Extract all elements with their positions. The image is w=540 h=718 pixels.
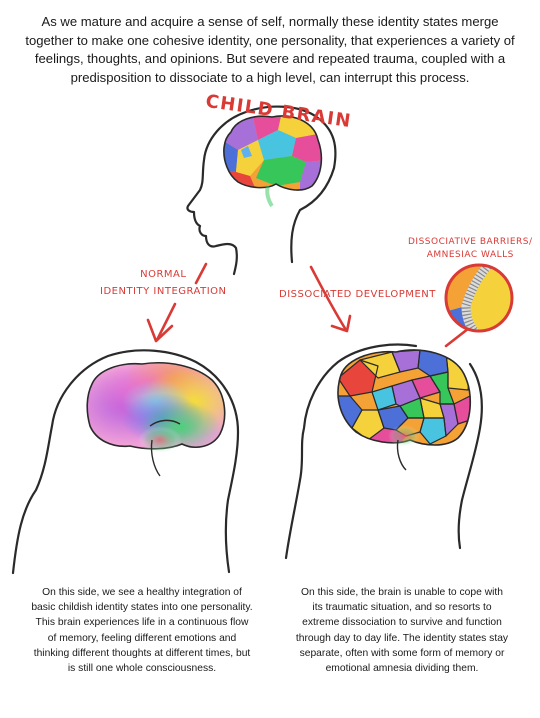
walls-label-line1: DISSOCIATIVE BARRIERS/ [408, 237, 533, 247]
dissociated-brain-icon [337, 349, 472, 471]
walls-label-line2: AMNESIAC WALLS [426, 250, 514, 260]
left-caption: On this side, we see a healthy integrati… [31, 587, 253, 675]
normal-label-line2: IDENTITY INTEGRATION [100, 286, 227, 297]
amnesiac-walls-label: DISSOCIATIVE BARRIERS/ AMNESIAC WALLS [408, 236, 533, 262]
intro-text: As we mature and acquire a sense of self… [25, 14, 515, 85]
normal-integration-label: NORMAL IDENTITY INTEGRATION [100, 266, 227, 300]
integrated-brain-icon [86, 361, 226, 477]
left-head-outline [11, 349, 240, 575]
right-caption: On this side, the brain is unable to cop… [295, 587, 509, 675]
child-head-outline [186, 105, 337, 276]
right-head-outline [284, 343, 483, 560]
normal-label-line1: NORMAL [140, 269, 187, 280]
arrow-icon [146, 262, 475, 348]
amnesiac-wall-zoom-icon [444, 263, 514, 333]
dissociated-development-label: DISSOCIATED DEVELOPMENT [279, 289, 436, 300]
